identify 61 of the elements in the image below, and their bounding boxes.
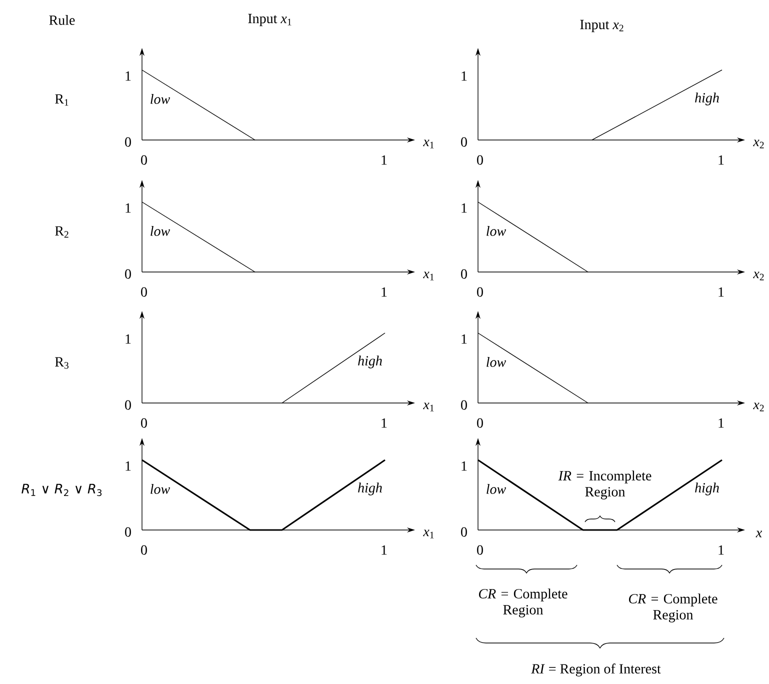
tick-label: 1 (462, 461, 467, 471)
tick-label: 1 (126, 461, 131, 471)
axis-label: x$_{2}$ (753, 402, 764, 412)
tick-label: 1 (382, 155, 387, 165)
tick-label: 1 (382, 287, 387, 297)
term-label: low (486, 226, 506, 236)
axis-label: x$_{1}$ (423, 140, 434, 148)
tick-label: 0 (477, 545, 483, 555)
tick-label: 0 (461, 400, 467, 410)
tick-label: 0 (477, 287, 483, 297)
tick-label: 1 (462, 203, 467, 213)
term-label: low (150, 94, 170, 104)
tick-label: 1 (462, 334, 467, 344)
term-label: high (358, 482, 382, 496)
axis-label: x (756, 530, 762, 538)
term-label: low (486, 484, 506, 494)
region-label: IR = Incomplete Region (558, 470, 652, 500)
term-label: low (486, 357, 506, 367)
tick-label: 0 (461, 527, 467, 537)
axis-label: x$_{1}$ (423, 272, 434, 280)
row-label: R$_{1}$ ∨ R$_{2}$ ∨ R$_{3}$ (22, 484, 102, 496)
axis-label: x$_{1}$ (423, 402, 434, 412)
tick-label: 1 (382, 418, 387, 428)
term-label: high (358, 356, 382, 368)
tick-label: 0 (477, 418, 483, 428)
tick-label: 0 (125, 527, 131, 537)
term-label: high (695, 92, 719, 106)
tick-label: 0 (461, 269, 467, 279)
tick-label: 0 (461, 137, 467, 147)
tick-label: 1 (382, 545, 387, 555)
tick-label: 1 (718, 545, 724, 555)
tick-label: 0 (141, 545, 147, 555)
axis-label: x$_{1}$ (423, 530, 434, 538)
row-label: R$_{3}$ (55, 357, 68, 369)
region-label: RI = Region of Interest (531, 664, 661, 676)
tick-label: 0 (477, 155, 483, 165)
tick-label: 0 (125, 400, 131, 410)
tick-label: 1 (718, 287, 724, 297)
tick-label: 1 (126, 334, 131, 344)
region-label: CR = Complete Region (629, 594, 718, 622)
tick-label: 0 (125, 269, 131, 279)
term-label: high (695, 482, 719, 496)
column-heading: Rule (49, 15, 75, 25)
region-label: CR = Complete Region (479, 588, 568, 618)
tick-label: 1 (718, 155, 724, 165)
term-label: low (150, 226, 170, 236)
tick-label: 0 (125, 137, 131, 147)
tick-label: 0 (141, 418, 147, 428)
column-heading: Input x$_{2}$ (580, 20, 624, 32)
axis-label: x$_{2}$ (753, 272, 764, 280)
column-heading: Input x$_{1}$ (248, 14, 292, 26)
term-label: low (150, 484, 170, 494)
row-label: R$_{1}$ (55, 94, 68, 106)
tick-label: 0 (141, 287, 147, 297)
row-label: R$_{2}$ (55, 226, 68, 238)
tick-label: 1 (718, 418, 724, 428)
tick-label: 0 (141, 155, 147, 165)
axis-label: x$_{2}$ (753, 140, 764, 148)
tick-label: 1 (126, 203, 131, 213)
tick-label: 1 (126, 71, 131, 81)
tick-label: 1 (462, 71, 467, 81)
